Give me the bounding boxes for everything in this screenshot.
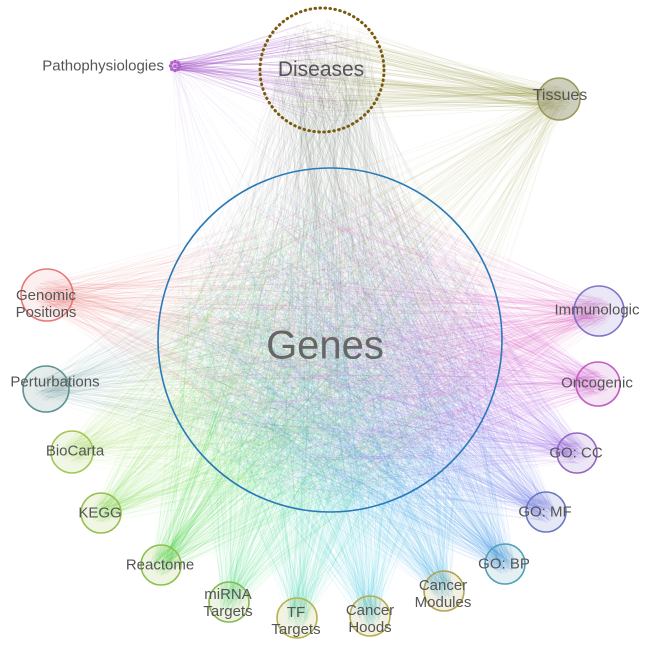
edge-bundle-go_bp-genes	[173, 185, 517, 575]
edge-bundle-pathophysiologies-diseases	[169, 21, 370, 122]
node-pathophysiologies[interactable]	[168, 59, 182, 73]
star-dot	[173, 64, 177, 68]
star-dot	[176, 67, 180, 71]
star-dot	[176, 61, 180, 65]
node-diseases[interactable]	[258, 6, 386, 134]
node-biocarta[interactable]	[50, 430, 94, 474]
node-reactome[interactable]	[140, 544, 182, 586]
node-tf_targets[interactable]	[276, 597, 318, 639]
node-cancer_hoods[interactable]	[349, 595, 391, 637]
node-oncogenic[interactable]	[575, 361, 621, 407]
node-genes[interactable]	[157, 167, 503, 513]
node-go_cc[interactable]	[556, 432, 598, 474]
star-dot	[168, 64, 173, 68]
edge-bundle-tissues-genes	[178, 87, 572, 487]
node-cancer_modules[interactable]	[423, 570, 465, 612]
node-mirna_targets[interactable]	[208, 581, 250, 623]
node-kegg[interactable]	[80, 492, 122, 534]
edge-bundle-tissues-diseases	[271, 21, 572, 122]
edge-bundle-go_mf-genes	[171, 183, 557, 524]
star-dot	[173, 68, 177, 73]
node-immunologic[interactable]	[573, 285, 625, 337]
node-perturbations[interactable]	[22, 365, 70, 413]
edge-bundle-reactome-genes	[149, 182, 485, 577]
edge-bundle-cancer_hoods-genes	[179, 184, 485, 627]
star-dot	[173, 59, 177, 64]
star-dot	[170, 61, 174, 65]
edge-bundle-biocarta-genes	[60, 185, 479, 500]
star-dot	[170, 67, 174, 71]
edge-bundle-diseases-genes	[171, 19, 485, 498]
edge-bundle-oncogenic-genes	[171, 186, 610, 498]
edge-bundle-kegg-genes	[90, 180, 490, 524]
node-go_mf[interactable]	[525, 491, 567, 533]
edge-bundle-mirna_targets-genes	[174, 181, 488, 613]
edge-bundle-tf_targets-genes	[175, 182, 484, 629]
edge-bundle-immunologic-genes	[176, 181, 613, 485]
node-tissues[interactable]	[537, 77, 581, 121]
node-go_bp[interactable]	[484, 543, 526, 585]
edge-bundle-go_cc-genes	[170, 182, 589, 495]
node-genomic_positions[interactable]	[20, 268, 74, 322]
star-dot	[177, 64, 182, 68]
edge-bundle-cancer_modules-genes	[170, 192, 486, 602]
edge-bundle-genomic_positions-genes	[32, 191, 484, 494]
